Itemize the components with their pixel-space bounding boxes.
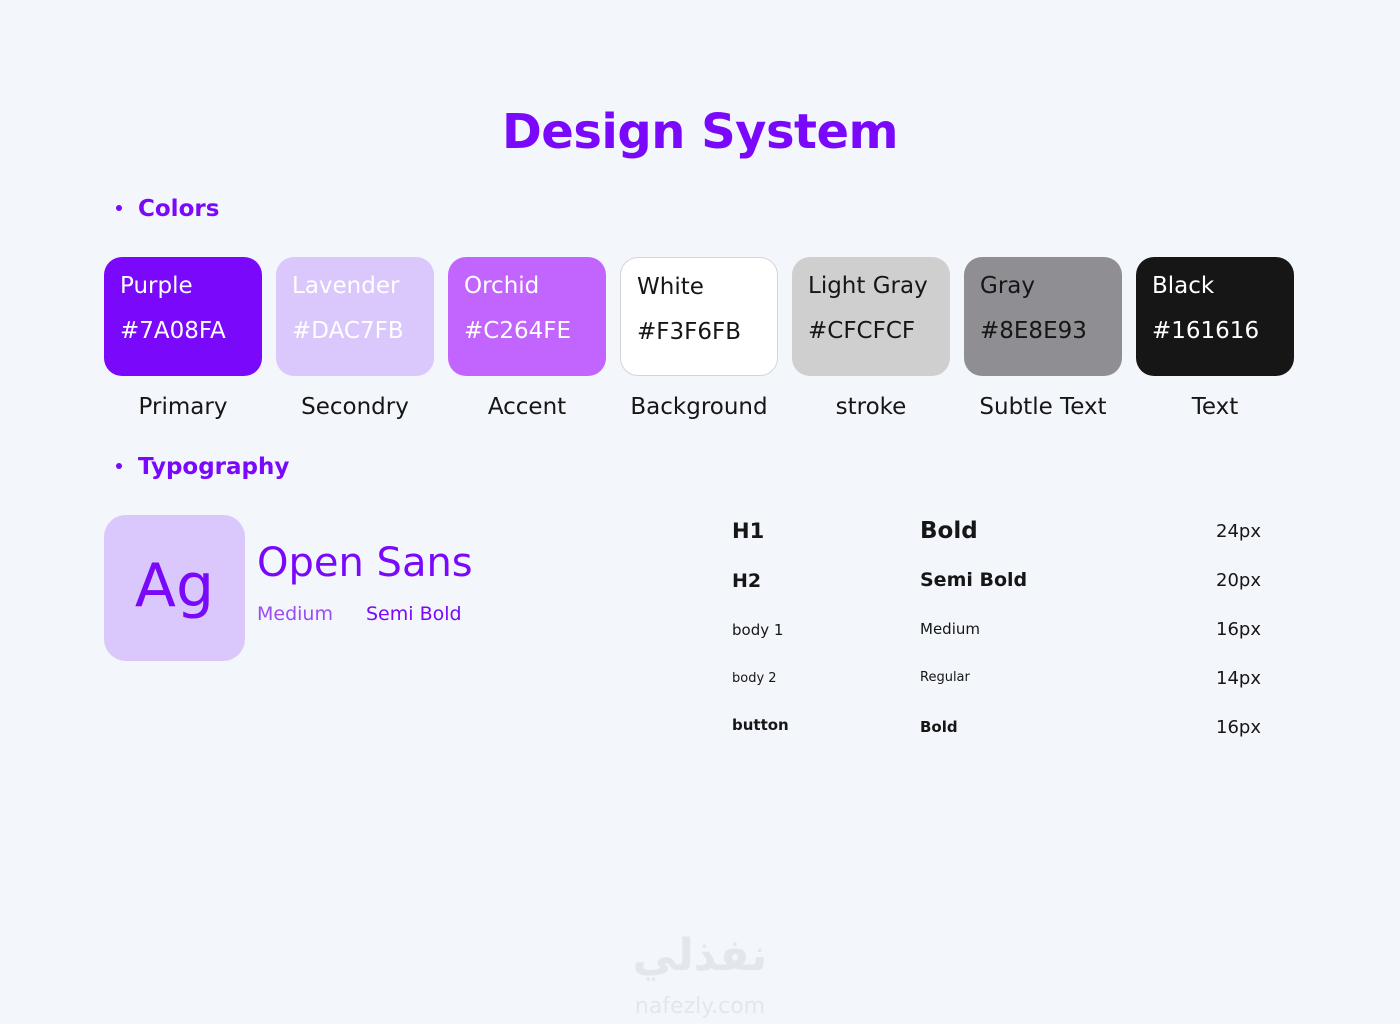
swatch-hex: #7A08FA <box>120 318 226 344</box>
font-weight-semibold: Semi Bold <box>366 603 462 625</box>
type-style-h2: H2 <box>732 570 762 592</box>
font-weight-medium: Medium <box>257 603 333 625</box>
type-style-body2: body 2 <box>732 671 777 686</box>
type-weight-body1: Medium <box>920 620 980 638</box>
swatch-gray: Gray #8E8E93 <box>964 257 1122 376</box>
swatch-black: Black #161616 <box>1136 257 1294 376</box>
type-size-h2: 20px <box>1216 570 1261 591</box>
swatch-light-gray: Light Gray #CFCFCF <box>792 257 950 376</box>
colors-heading-label: Colors <box>138 196 220 222</box>
type-style-button: button <box>732 716 789 734</box>
bullet-dot <box>116 462 122 469</box>
swatch-name: Orchid <box>464 273 540 299</box>
swatch-role: stroke <box>835 394 907 420</box>
type-style-h1: H1 <box>732 519 765 543</box>
swatch-hex: #8E8E93 <box>980 318 1087 344</box>
swatch-hex: #DAC7FB <box>292 318 404 344</box>
swatch-name: Purple <box>120 273 193 299</box>
swatch-role: Primary <box>138 394 228 420</box>
type-size-button: 16px <box>1216 717 1261 738</box>
swatch-hex: #C264FE <box>464 318 571 344</box>
typography-section-heading: Typography <box>116 454 289 480</box>
color-swatches: Purple #7A08FA Primary Lavender #DAC7FB … <box>104 257 1296 427</box>
type-weight-body2: Regular <box>920 670 970 685</box>
type-weight-h2: Semi Bold <box>920 569 1028 591</box>
type-weight-button: Bold <box>920 718 958 736</box>
type-size-body2: 14px <box>1216 668 1261 689</box>
bullet-dot <box>116 204 122 211</box>
font-sample-tile: Ag <box>104 515 245 661</box>
watermark-logo-arabic: نفذلي <box>632 930 768 981</box>
colors-section-heading: Colors <box>116 196 219 222</box>
watermark-logo-latin: nafezly.com <box>634 994 766 1019</box>
swatch-purple: Purple #7A08FA <box>104 257 262 376</box>
swatch-lavender: Lavender #DAC7FB <box>276 257 434 376</box>
typography-heading-label: Typography <box>138 454 290 480</box>
swatch-name: Gray <box>980 273 1035 299</box>
swatch-name: White <box>637 274 704 300</box>
swatch-orchid: Orchid #C264FE <box>448 257 606 376</box>
type-style-body1: body 1 <box>732 621 784 639</box>
swatch-role: Text <box>1191 394 1239 420</box>
font-family-name: Open Sans <box>257 540 473 586</box>
swatch-role: Background <box>630 394 768 420</box>
page-title: Design System <box>501 104 899 160</box>
swatch-white: White #F3F6FB <box>620 257 778 376</box>
swatch-role: Subtle Text <box>979 394 1107 420</box>
swatch-name: Lavender <box>292 273 400 299</box>
font-sample-glyphs: Ag <box>134 551 215 621</box>
type-size-body1: 16px <box>1216 619 1261 640</box>
type-weight-h1: Bold <box>920 518 978 544</box>
swatch-hex: #F3F6FB <box>637 319 742 345</box>
swatch-hex: #CFCFCF <box>808 318 916 344</box>
swatch-role: Accent <box>487 394 567 420</box>
type-size-h1: 24px <box>1216 521 1261 542</box>
swatch-hex: #161616 <box>1152 318 1260 344</box>
swatch-name: Black <box>1152 273 1215 299</box>
swatch-role: Secondry <box>301 394 409 420</box>
swatch-name: Light Gray <box>808 273 928 299</box>
